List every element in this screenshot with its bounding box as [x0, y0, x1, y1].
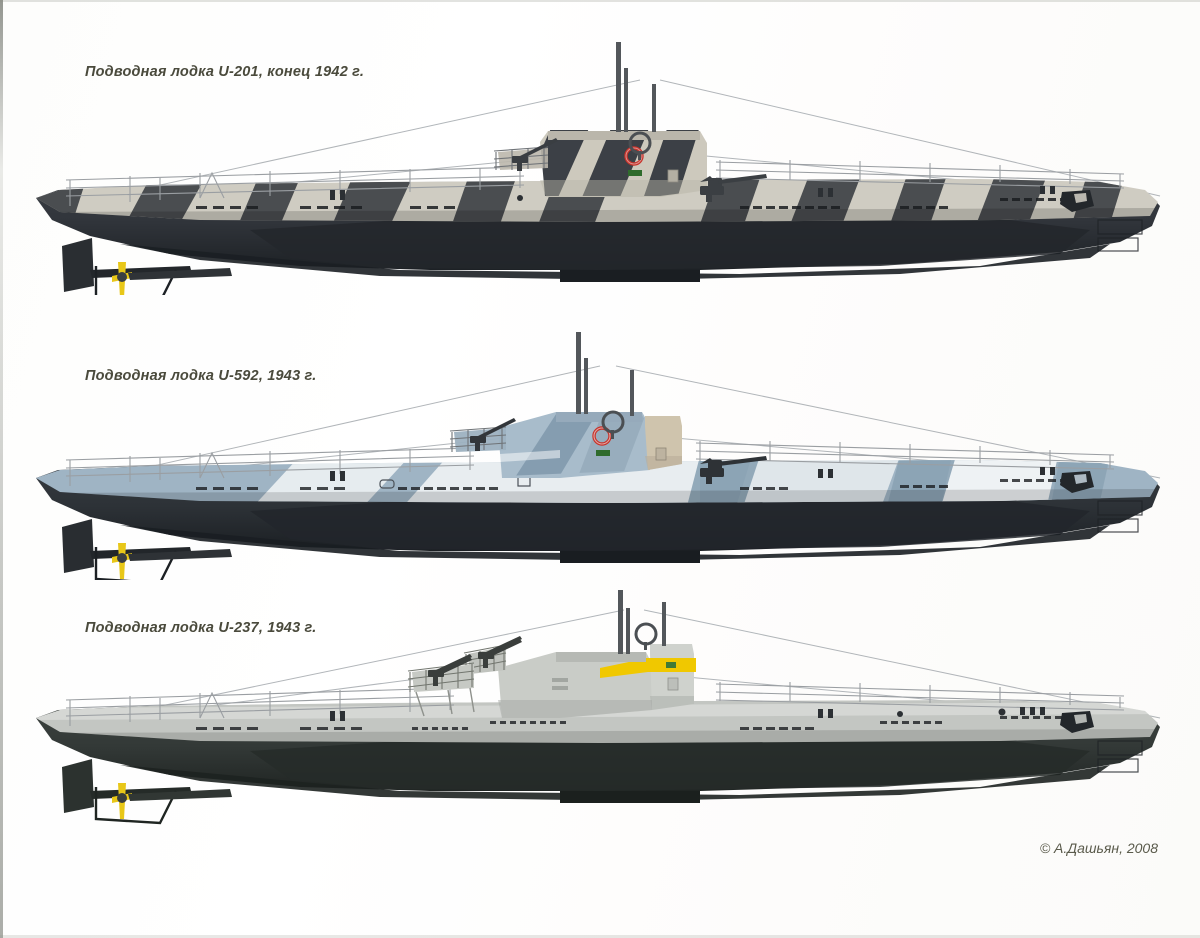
submarine-profile-u-201 [0, 30, 1200, 295]
copyright-notice: © А.Дашьян, 2008 [1039, 840, 1158, 856]
aa-gun-u-201 [512, 138, 558, 171]
tower-hatch-u-592 [655, 447, 667, 461]
df-loop-antenna-u-237 [634, 622, 658, 650]
plane-guard-u-237 [94, 787, 178, 825]
tower-emblem-u-201 [628, 170, 642, 176]
torpedo-tube-doors-u-201 [1097, 219, 1143, 252]
aa-platform-u-592 [449, 418, 516, 452]
prop-shaft-u-592 [128, 549, 232, 561]
plane-guard-u-592 [94, 547, 178, 580]
prop-shaft-u-237 [128, 789, 232, 801]
keel-box-u-592 [560, 551, 700, 563]
caption-u-237: Подводная лодка U-237, 1943 г. [85, 620, 317, 636]
rudder-u-201 [62, 238, 94, 292]
deck-fittings-u-237 [330, 707, 1045, 721]
submarine-profile-u-237 [0, 590, 1200, 840]
torpedo-tube-doors-u-237 [1097, 740, 1143, 773]
rudder-u-592 [62, 519, 94, 573]
submarine-profile-u-592 [0, 330, 1200, 580]
bridge-deck-u-237 [556, 652, 646, 662]
prop-shaft-u-201 [128, 268, 232, 280]
hull-bottom-shadow-u-201 [120, 244, 1110, 280]
keel-box-u-237 [560, 791, 700, 803]
caption-u-592: Подводная лодка U-592, 1943 г. [85, 368, 317, 384]
band-emblem-u-237 [666, 662, 676, 668]
aa-platform-upper-u-237 [463, 636, 522, 674]
keel-box-u-201 [560, 270, 700, 282]
aa-gun-upper-u-237 [478, 636, 522, 668]
tower-hatch-u-201 [667, 169, 679, 183]
scan-edge-bottom [0, 935, 1200, 938]
stern-assembly-u-592 [62, 519, 232, 580]
deck-fittings-u-201 [330, 186, 1055, 201]
yellow-band-taper-u-237 [600, 658, 648, 678]
deck-casing-u-237 [36, 700, 1158, 743]
periscopes-u-592 [576, 332, 634, 416]
scan-edge-top [0, 0, 1200, 2]
aa-platform-lower-u-237 [407, 654, 475, 717]
stern-assembly-u-237 [62, 759, 232, 825]
df-loop-antenna-u-592 [601, 410, 625, 439]
aa-gun-lower-u-237 [428, 654, 472, 686]
rudder-u-237 [62, 759, 94, 813]
torpedo-tube-doors-u-592 [1097, 500, 1143, 533]
tower-emblem-u-592 [596, 450, 610, 456]
aa-platform-u-201 [493, 138, 558, 171]
deck-gun-u-592 [700, 456, 767, 484]
bridge-deck-u-201 [548, 131, 700, 140]
saddle-tank-shadow-u-592 [250, 497, 1090, 551]
caption-u-201: Подводная лодка U-201, конец 1942 г. [85, 64, 365, 80]
stern-assembly-u-201 [62, 238, 232, 295]
deck-railing-u-201 [65, 160, 1125, 206]
conning-tower-u-592 [498, 412, 682, 478]
deck-railing-u-237 [65, 682, 1125, 726]
platform-strut-u-237 [415, 687, 475, 717]
saddle-tank-shadow-u-237 [250, 737, 1090, 791]
periscopes-u-237 [618, 590, 666, 654]
deck-gun-u-201 [700, 174, 767, 202]
life-ring-u-592 [592, 426, 612, 446]
saddle-tank-shadow-u-201 [250, 216, 1090, 270]
df-loop-antenna-u-201 [628, 131, 652, 160]
plane-guard-u-201 [94, 266, 178, 295]
conning-tower-u-237 [498, 644, 696, 718]
flood-slots-u-237 [196, 716, 1062, 730]
life-ring-u-201 [624, 146, 644, 166]
bridge-deck-u-592 [556, 412, 642, 422]
deck-railing-u-592 [65, 441, 1115, 486]
periscopes-u-201 [616, 42, 656, 132]
scan-edge-left [0, 0, 3, 938]
tower-hatch-u-237 [667, 677, 679, 691]
conning-tower-u-201 [540, 130, 707, 197]
aa-gun-u-592 [470, 418, 516, 451]
